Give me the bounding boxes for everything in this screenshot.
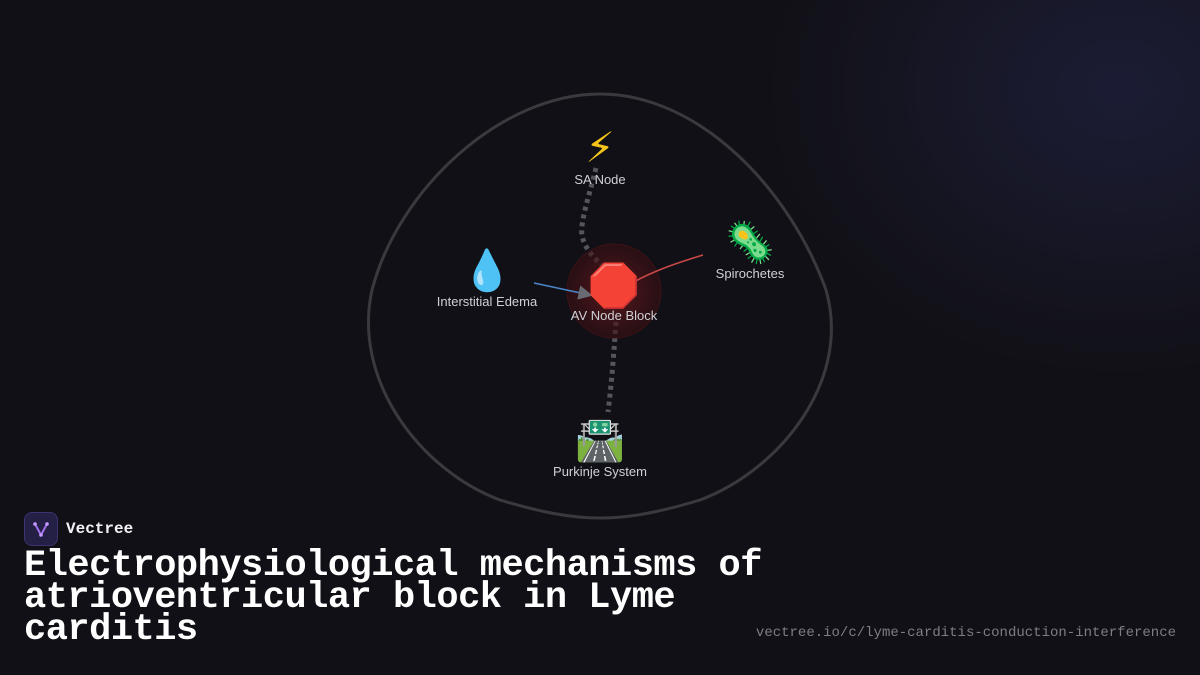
stop-sign-icon: 🛑 <box>588 261 640 310</box>
purkinje-system-label: Purkinje System <box>553 464 647 479</box>
microbe-icon: 🦠 <box>725 219 775 266</box>
arrow-edema-to-av <box>533 282 593 300</box>
water-drop-icon: 💧 <box>462 247 512 294</box>
av-node-block-label: AV Node Block <box>571 308 658 323</box>
node-sa: ⚡ SA Node <box>574 123 625 187</box>
node-av-block: 🛑 AV Node Block <box>571 261 658 323</box>
source-url[interactable]: vectree.io/c/lyme-carditis-conduction-in… <box>755 625 1176 641</box>
arrow-spirochetes-to-av <box>619 254 704 291</box>
node-purkinje-system: 🛣️ Purkinje System <box>553 418 647 479</box>
vectree-logo-icon <box>24 512 58 546</box>
node-interstitial-edema: 💧 Interstitial Edema <box>437 247 538 309</box>
av-block-glow <box>566 243 662 339</box>
spirochetes-label: Spirochetes <box>716 266 785 281</box>
brand-name: Vectree <box>66 520 134 538</box>
page-title: Electrophysiological mechanisms of atrio… <box>24 545 762 651</box>
node-spirochetes: 🦠 Spirochetes <box>716 219 785 281</box>
heart-boundary <box>366 92 833 520</box>
lightning-icon: ⚡ <box>585 123 615 172</box>
brand: Vectree <box>24 512 133 546</box>
interstitial-edema-label: Interstitial Edema <box>437 294 538 309</box>
sa-node-label: SA Node <box>574 172 625 187</box>
pathway-sa-to-av <box>579 167 610 272</box>
motorway-icon: 🛣️ <box>575 418 625 464</box>
